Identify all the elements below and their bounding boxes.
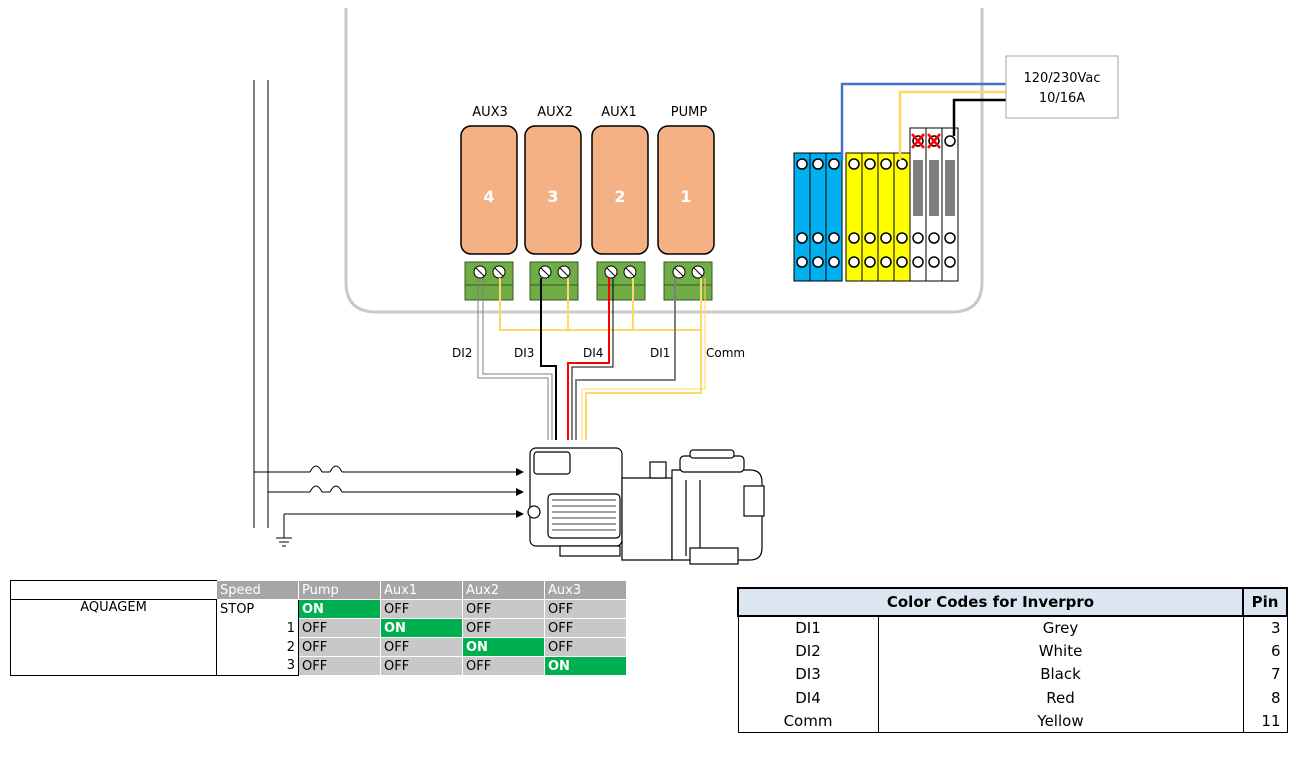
wire-comm — [585, 278, 702, 440]
speed-value: STOP — [216, 599, 299, 619]
supply-voltage: 120/230Vac — [1023, 71, 1100, 86]
aux3-state: ON — [544, 656, 627, 676]
wire-label-di4: DI4 — [583, 346, 603, 360]
wire-label-di2: DI2 — [452, 346, 472, 360]
ground-icon — [276, 537, 292, 547]
circuit-breaker-icon — [909, 127, 959, 282]
wire-di4 — [567, 278, 610, 440]
aux1-state: OFF — [380, 599, 463, 619]
table-row: AQUAGEM STOP ON OFF OFF OFF — [10, 599, 627, 676]
wire-labels: DI2 DI3 DI4 DI1 Comm — [452, 346, 745, 360]
relay-number: 4 — [483, 187, 494, 206]
arrowheads — [516, 468, 524, 518]
wire-label-di3: DI3 — [514, 346, 534, 360]
signal-name: DI2 — [737, 639, 879, 663]
wire-di2 — [477, 278, 549, 440]
pin-number: 3 — [1242, 616, 1288, 640]
model-name: AQUAGEM — [10, 599, 217, 676]
header-aux2: Aux2 — [462, 580, 545, 600]
relay-aux1: AUX1 2 — [591, 105, 649, 255]
pin-number: 11 — [1242, 709, 1288, 734]
pump-state: ON — [298, 599, 381, 619]
supply-wires — [840, 82, 1006, 160]
relay-label: AUX3 — [472, 105, 508, 120]
crossed-terminals — [911, 133, 941, 149]
relay-pump: PUMP 1 — [657, 105, 715, 255]
wire-label-di1: DI1 — [650, 346, 670, 360]
wire-color: Black — [877, 662, 1244, 687]
table-row: Comm Yellow 11 — [737, 709, 1288, 734]
relay-number: 2 — [614, 187, 625, 206]
color-codes-table: Color Codes for Inverpro Pin DI1 Grey 3 … — [737, 587, 1288, 734]
screw-terminal-icon — [529, 261, 579, 301]
wire-color: Yellow — [877, 709, 1244, 734]
aux3-state: OFF — [544, 599, 627, 619]
relay-number: 1 — [680, 187, 691, 206]
signal-name: DI3 — [737, 662, 879, 687]
header-speed: Speed — [216, 580, 299, 600]
relay-aux3: AUX3 4 — [460, 105, 518, 255]
header-pump: Pump — [298, 580, 381, 600]
terminal-yellow-group — [845, 152, 895, 282]
color-table-header: Color Codes for Inverpro Pin — [737, 587, 1288, 617]
aux1-state: OFF — [380, 656, 463, 676]
signal-name: Comm — [737, 709, 879, 734]
relay-aux2: AUX2 3 — [524, 105, 582, 255]
speed-table-header: Speed Pump Aux1 Aux2 Aux3 — [10, 580, 627, 600]
table-row: 3 OFF OFF OFF ON — [11, 656, 627, 676]
table-row: DI1 Grey 3 — [737, 616, 1288, 640]
aux3-state: OFF — [544, 637, 627, 657]
wires — [477, 278, 706, 440]
screw-terminal-icon — [464, 261, 514, 301]
signal-name: DI1 — [737, 616, 879, 640]
pin-number: 7 — [1242, 662, 1288, 687]
relay-number: 3 — [547, 187, 558, 206]
pin-number: 8 — [1242, 686, 1288, 710]
supply-current: 10/16A — [1039, 91, 1085, 106]
relay-label: PUMP — [671, 105, 708, 120]
screw-terminal-icon — [596, 261, 646, 301]
pin-number: 6 — [1242, 639, 1288, 663]
terminal-strip — [793, 127, 959, 282]
header-aux1: Aux1 — [380, 580, 463, 600]
aux2-state: ON — [462, 637, 545, 657]
wire-color: Grey — [877, 616, 1244, 640]
pin-header: Pin — [1242, 587, 1288, 617]
power-supply-box: 120/230Vac 10/16A — [1005, 55, 1119, 119]
aux3-state: OFF — [544, 618, 627, 638]
wire-color: Red — [877, 686, 1244, 710]
pump-state: OFF — [298, 656, 381, 676]
color-table-title: Color Codes for Inverpro — [737, 587, 1244, 617]
wire-label-comm: Comm — [706, 346, 745, 360]
aux1-state: ON — [380, 618, 463, 638]
control-box-outline — [344, 8, 984, 314]
speed-value: 3 — [216, 656, 299, 676]
screw-terminal-icon — [663, 261, 713, 301]
pump-state: OFF — [298, 618, 381, 638]
mains-lines — [253, 80, 516, 538]
table-row: DI3 Black 7 — [737, 662, 1288, 687]
relay-terminals — [464, 261, 713, 301]
relay-label: AUX2 — [537, 105, 573, 120]
table-row: DI2 White 6 — [737, 639, 1288, 663]
relay-label: AUX1 — [601, 105, 637, 120]
speed-value: 1 — [216, 618, 299, 638]
header-blank — [10, 580, 217, 600]
aux1-state: OFF — [380, 637, 463, 657]
pump-motor-icon — [527, 447, 765, 565]
wire-di3 — [540, 278, 557, 440]
speed-value: 2 — [216, 637, 299, 657]
pump-state: OFF — [298, 637, 381, 657]
wire-di1 — [575, 278, 676, 440]
wire-color: White — [877, 639, 1244, 663]
terminal-blue-group — [793, 152, 843, 282]
speed-relay-table: Speed Pump Aux1 Aux2 Aux3 AQUAGEM STOP O… — [10, 580, 627, 676]
table-row: DI4 Red 8 — [737, 686, 1288, 710]
signal-name: DI4 — [737, 686, 879, 710]
aux2-state: OFF — [462, 618, 545, 638]
aux2-state: OFF — [462, 656, 545, 676]
header-aux3: Aux3 — [544, 580, 627, 600]
aux2-state: OFF — [462, 599, 545, 619]
